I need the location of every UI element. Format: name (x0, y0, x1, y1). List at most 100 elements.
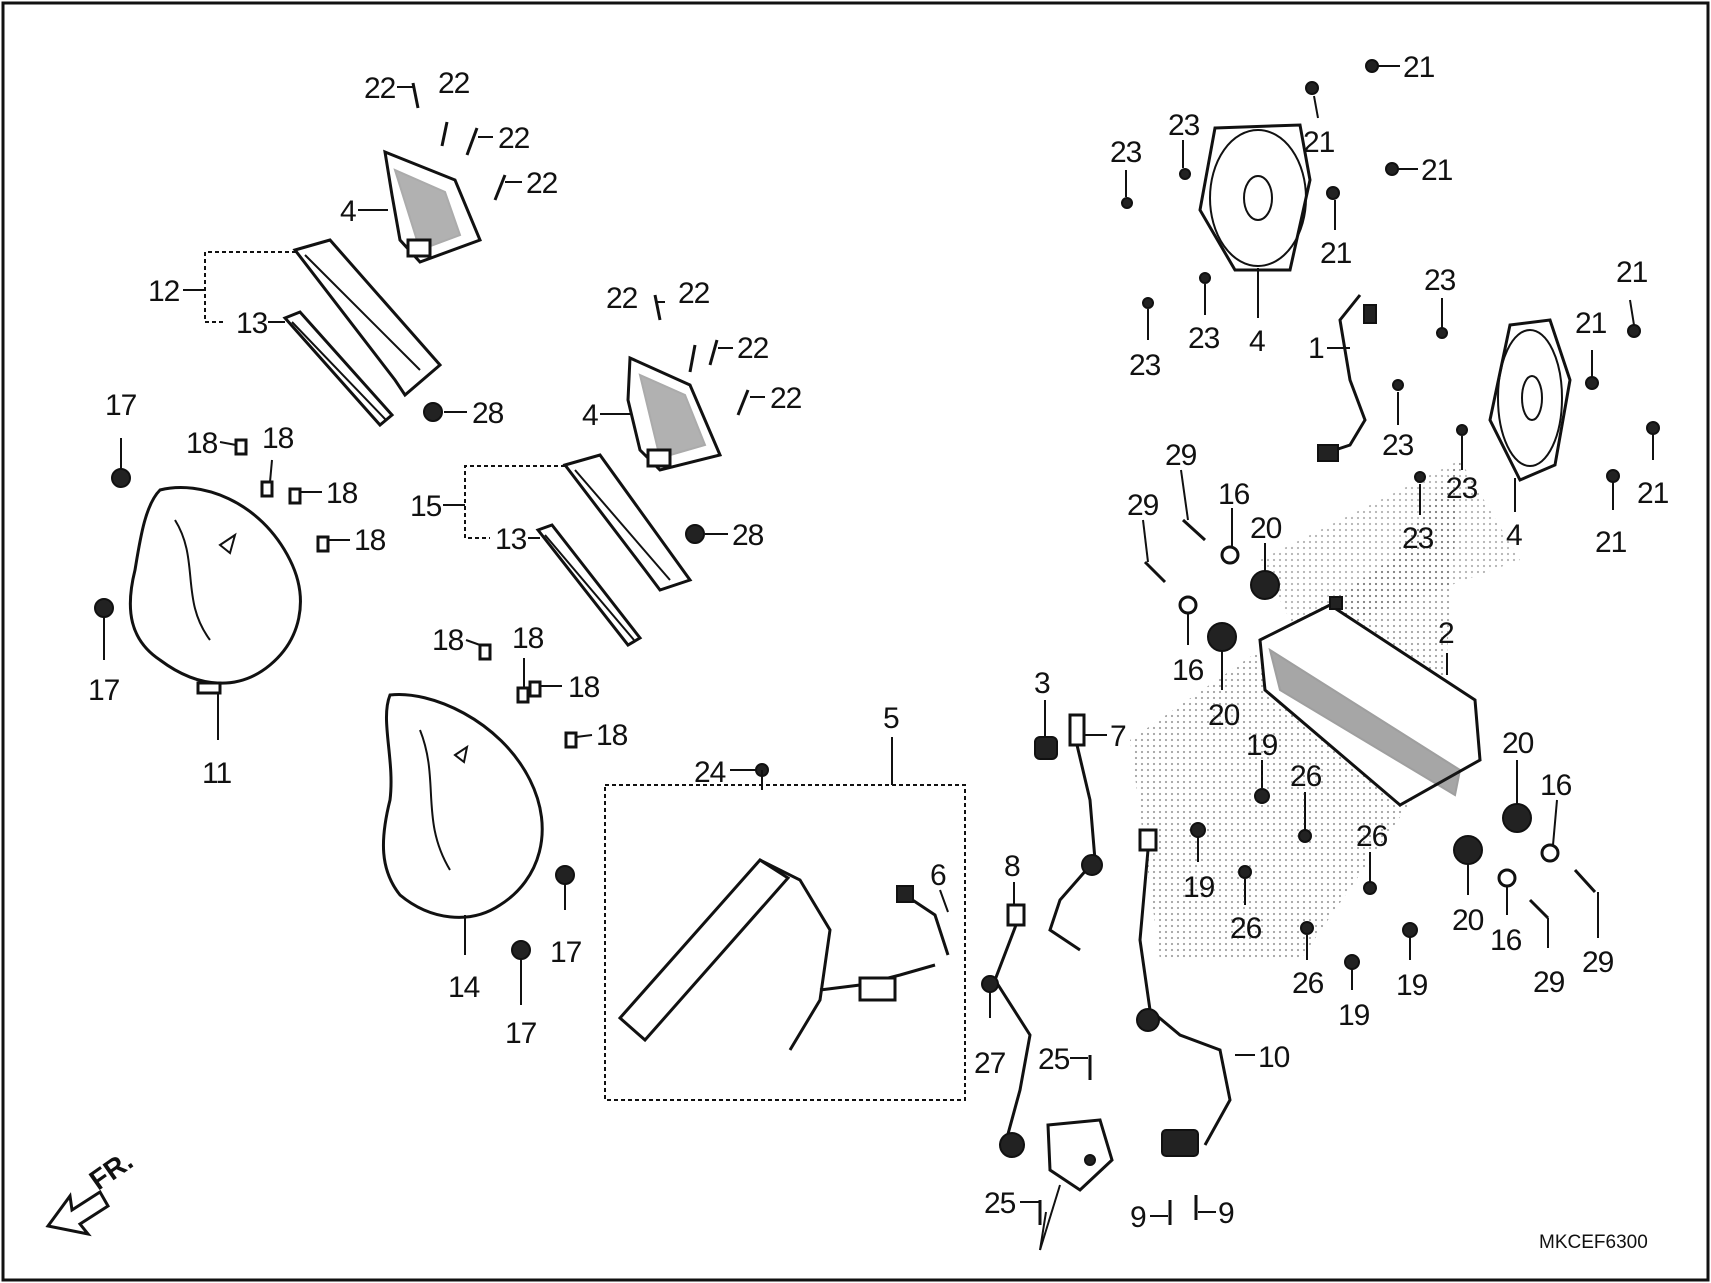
clip-19-group (1190, 788, 1418, 970)
antenna-assembly-box (604, 784, 966, 1101)
washer-16-d (1497, 868, 1517, 888)
callout-8: 8 (1004, 850, 1020, 883)
callout-20: 20 (1250, 512, 1282, 545)
callout-22: 22 (606, 282, 638, 315)
callout-29: 29 (1533, 966, 1565, 999)
bracket-12 (292, 238, 443, 398)
leader-25b-2 (1039, 1184, 1061, 1251)
callout-22: 22 (737, 332, 769, 365)
callout-29: 29 (1582, 946, 1614, 979)
clip-17-a (111, 468, 131, 488)
callout-21: 21 (1637, 477, 1669, 510)
diagram-code: MKCEF6300 (1539, 1232, 1648, 1253)
front-arrow-icon (45, 1189, 111, 1237)
callout-17: 17 (505, 1017, 537, 1050)
screw-9-group (1168, 1195, 1198, 1225)
callout-19: 19 (1246, 729, 1278, 762)
callout-1: 1 (1308, 332, 1324, 365)
shade-speaker (1260, 460, 1520, 640)
callout-18: 18 (596, 719, 628, 752)
callout-20: 20 (1502, 727, 1534, 760)
nut-27 (981, 975, 999, 993)
callout-17: 17 (550, 936, 582, 969)
callout-25: 25 (1038, 1043, 1070, 1076)
callout-12: 12 (148, 275, 180, 308)
callout-10: 10 (1258, 1041, 1290, 1074)
callout-18: 18 (262, 422, 294, 455)
callout-13: 13 (495, 523, 527, 556)
callout-19: 19 (1183, 871, 1215, 904)
cable-10 (1136, 828, 1232, 1157)
callout-26: 26 (1292, 967, 1324, 1000)
callout-18: 18 (354, 524, 386, 557)
screw-22-group-middle (653, 294, 750, 416)
callout-23: 23 (1168, 109, 1200, 142)
grommet-20-d (1453, 835, 1483, 865)
callout-27: 27 (974, 1047, 1006, 1080)
callout-22: 22 (678, 277, 710, 310)
callout-4: 4 (582, 399, 598, 432)
clip-18-group-a (234, 438, 330, 553)
callout-22: 22 (364, 72, 396, 105)
washer-16-b (1178, 595, 1198, 615)
speaker-4-top-right (1198, 123, 1312, 272)
callout-23: 23 (1110, 136, 1142, 169)
callout-11: 11 (202, 757, 231, 790)
cable-6 (896, 885, 950, 956)
callout-23: 23 (1402, 522, 1434, 555)
callout-3: 3 (1034, 667, 1050, 700)
callout-23: 23 (1382, 429, 1414, 462)
callout-23: 23 (1129, 349, 1161, 382)
callout-labels: 22 22 22 22 4 12 13 28 22 22 22 22 4 15 … (84, 51, 1670, 1253)
callout-22: 22 (498, 122, 530, 155)
callout-19: 19 (1338, 999, 1370, 1032)
callout-26: 26 (1356, 820, 1388, 853)
callout-7: 7 (1110, 720, 1126, 753)
callout-6: 6 (930, 859, 946, 892)
nut-21-group (1305, 59, 1660, 483)
speaker-4-upper-left (383, 149, 482, 264)
speaker-4-middle (626, 355, 723, 472)
callout-2: 2 (1438, 617, 1454, 650)
cable-8 (993, 903, 1032, 1158)
callout-18: 18 (568, 671, 600, 704)
callout-22: 22 (770, 382, 802, 415)
cable-7 (1048, 713, 1103, 952)
screw-22-group-upper (411, 82, 507, 201)
callout-21: 21 (1303, 126, 1335, 159)
callout-21: 21 (1320, 237, 1352, 270)
callout-23: 23 (1424, 264, 1456, 297)
callout-20: 20 (1452, 904, 1484, 937)
callout-9: 9 (1130, 1201, 1146, 1234)
clip-18-group-b (478, 643, 578, 749)
callout-21: 21 (1616, 256, 1648, 289)
grille-13-middle (535, 523, 643, 647)
callout-21: 21 (1403, 51, 1435, 84)
callout-29: 29 (1127, 489, 1159, 522)
grommet-20-b (1207, 622, 1237, 652)
washer-16-a (1220, 545, 1240, 565)
callout-22: 22 (526, 167, 558, 200)
callout-18: 18 (432, 624, 464, 657)
callout-16: 16 (1540, 769, 1572, 802)
wire-harness-1 (1317, 294, 1377, 462)
callout-15: 15 (410, 490, 442, 523)
nut-3 (1034, 736, 1058, 760)
cover-14 (382, 692, 544, 919)
callout-26: 26 (1290, 760, 1322, 793)
callout-29: 29 (1165, 439, 1197, 472)
callout-17: 17 (88, 674, 120, 707)
clip-17-d (511, 940, 531, 960)
grommet-20-a (1250, 570, 1280, 600)
callout-18: 18 (186, 427, 218, 460)
grille-13-upper (282, 310, 395, 428)
callout-9: 9 (1218, 1197, 1234, 1230)
callout-4: 4 (1506, 519, 1522, 552)
washer-16-c (1540, 843, 1560, 863)
antenna-bar-5 (617, 858, 936, 1051)
cover-11 (128, 486, 302, 695)
callout-14: 14 (448, 971, 480, 1004)
callout-22: 22 (438, 67, 470, 100)
